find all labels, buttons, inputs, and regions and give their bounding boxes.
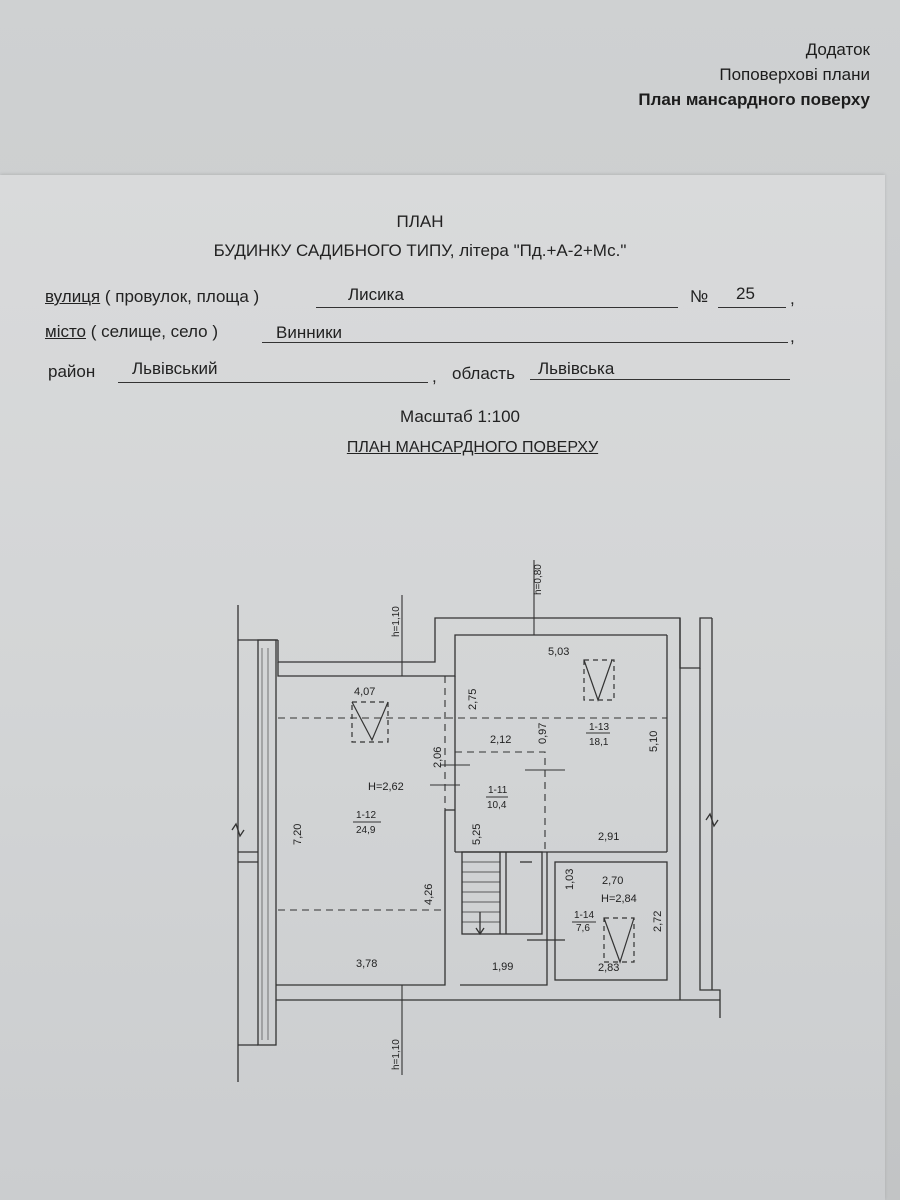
dim-0-97: 0,97 [537, 723, 549, 744]
district-label: район [48, 362, 96, 381]
district-comma: , [432, 367, 437, 386]
outer-wall-right [699, 668, 721, 1018]
stair-outline [461, 851, 543, 935]
street-label-main: вулиця [45, 287, 101, 306]
city-label-main: місто [45, 322, 87, 341]
region-value: Львівська [538, 359, 615, 378]
dim-2-83: 2,83 [598, 962, 619, 974]
floor-plan-title: ПЛАН МАНСАРДНОГО ПОВЕРХУ [346, 439, 599, 456]
room-14-number: 1-14 [574, 910, 594, 921]
dim-2-06: 2,06 [432, 747, 444, 768]
street-value: Лисика [348, 285, 404, 304]
street-underline [316, 307, 678, 308]
dim-5-03: 5,03 [548, 646, 569, 658]
region-label: область [452, 364, 515, 383]
annex-title: Додаток [805, 40, 870, 59]
window-frame [583, 659, 615, 701]
dim-1-99: 1,99 [492, 961, 513, 973]
dim-1-03: 1,03 [564, 869, 576, 890]
number-label: № [690, 287, 709, 306]
house-heading: БУДИНКУ САДИБНОГО ТИПУ, літера "Пд.+А-2+… [213, 241, 627, 260]
window-frame [351, 701, 389, 743]
room-11-number: 1-11 [488, 785, 508, 796]
scale-label: Масштаб 1:100 [400, 407, 520, 426]
wall-left-hatched [257, 639, 277, 1046]
dim-3-78: 3,78 [356, 958, 377, 970]
room-12-area: 24,9 [356, 825, 376, 836]
dim-5-25: 5,25 [471, 824, 483, 845]
district-value: Львівський [132, 359, 218, 378]
dim-2-75: 2,75 [467, 689, 479, 710]
room-12-number: 1-12 [356, 810, 376, 821]
region-underline [530, 379, 790, 380]
room-13-area: 18,1 [589, 737, 609, 748]
dim-2-72: 2,72 [652, 911, 664, 932]
street-label-rest: ( провулок, площа ) [104, 287, 260, 306]
break-mark-right [705, 812, 719, 828]
district-underline [118, 382, 428, 383]
height-label-bottom: h=1,10 [391, 1039, 402, 1070]
window-symbol [351, 701, 389, 742]
dim-4-07: 4,07 [354, 686, 375, 698]
height-label-top-left: h=1,10 [391, 606, 402, 637]
annex-subtitle: Поповерхові плани [719, 65, 870, 84]
height-label-top-right: h=0,80 [533, 564, 544, 595]
wall-stair-bottom [460, 852, 548, 986]
break-mark-left [231, 822, 245, 838]
room-14-area: 7,6 [576, 923, 590, 934]
plan-sheet: ПЛАН БУДИНКУ САДИБНОГО ТИПУ, літера "Пд.… [0, 175, 885, 1200]
street-label: вулиця ( провулок, площа ) [45, 287, 259, 307]
stair-arrow-head [475, 927, 485, 936]
dim-7-20: 7,20 [292, 824, 304, 845]
dim-5-10: 5,10 [648, 731, 660, 752]
outer-wall-top [277, 617, 712, 669]
number-underline [718, 307, 786, 308]
window-symbol [603, 917, 635, 964]
wall-room12-bottom [276, 810, 446, 986]
window-frame [603, 917, 635, 963]
city-comma: , [790, 327, 795, 346]
dashed-room11-edge [455, 751, 546, 852]
room-11-area: 10,4 [487, 800, 507, 811]
annex-plan-name: План мансардного поверху [638, 90, 870, 109]
room-13-number: 1-13 [589, 722, 609, 733]
dim-2-91: 2,91 [598, 831, 619, 843]
city-value: Винники [276, 323, 343, 342]
room-14-height: H=2,84 [601, 893, 637, 905]
dim-2-70: 2,70 [602, 875, 623, 887]
city-underline [262, 342, 788, 343]
dim-2-12: 2,12 [490, 734, 511, 746]
dim-4-26: 4,26 [423, 884, 435, 905]
city-label-rest: ( селище, село ) [90, 322, 218, 341]
plan-heading: ПЛАН [396, 212, 444, 231]
number-comma: , [790, 289, 795, 308]
city-label: місто ( селище, село ) [45, 322, 218, 342]
window-symbol [583, 659, 613, 702]
room-14-walls [554, 861, 668, 981]
number-value: 25 [736, 284, 755, 303]
room-12-height: H=2,62 [368, 781, 404, 793]
